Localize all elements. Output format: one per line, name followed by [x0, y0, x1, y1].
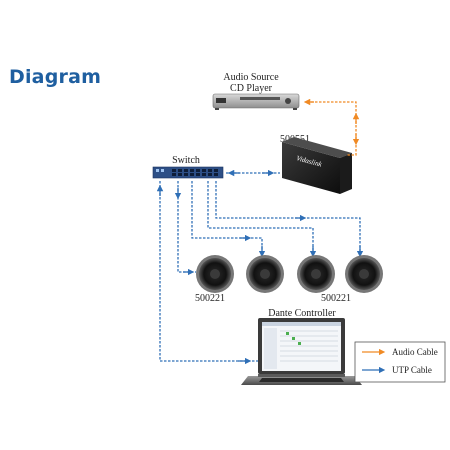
- utp-speaker-arrows: [174, 188, 364, 276]
- legend-audio-label: Audio Cable: [392, 347, 438, 357]
- ceiling-speaker-icon: [345, 255, 383, 293]
- dante-converter-icon: Vidaslink: [282, 137, 352, 194]
- switch-label: Switch: [172, 155, 200, 166]
- legend-utp-label: UTP Cable: [392, 365, 432, 375]
- utp-speaker-links: [177, 181, 361, 273]
- dante-controller-label: Dante Controller: [268, 308, 336, 319]
- network-switch-icon: [152, 166, 224, 179]
- speaker-model-label-right: 500221: [321, 293, 351, 304]
- legend: Audio Cable UTP Cable: [354, 341, 446, 383]
- laptop-icon: [241, 318, 362, 385]
- cd-player-icon: [212, 93, 300, 110]
- diagram-heading: Diagram: [9, 66, 102, 88]
- cd-player-label: CD Player: [230, 83, 272, 94]
- speaker-model-label-left: 500221: [195, 293, 225, 304]
- ceiling-speaker-icon: [246, 255, 284, 293]
- audio-cable-connection: [303, 98, 360, 156]
- audio-source-label: Audio Source: [223, 72, 279, 83]
- utp-laptop-link: [156, 181, 258, 365]
- ceiling-speaker-icon: [297, 255, 335, 293]
- ceiling-speaker-icon: [196, 255, 234, 293]
